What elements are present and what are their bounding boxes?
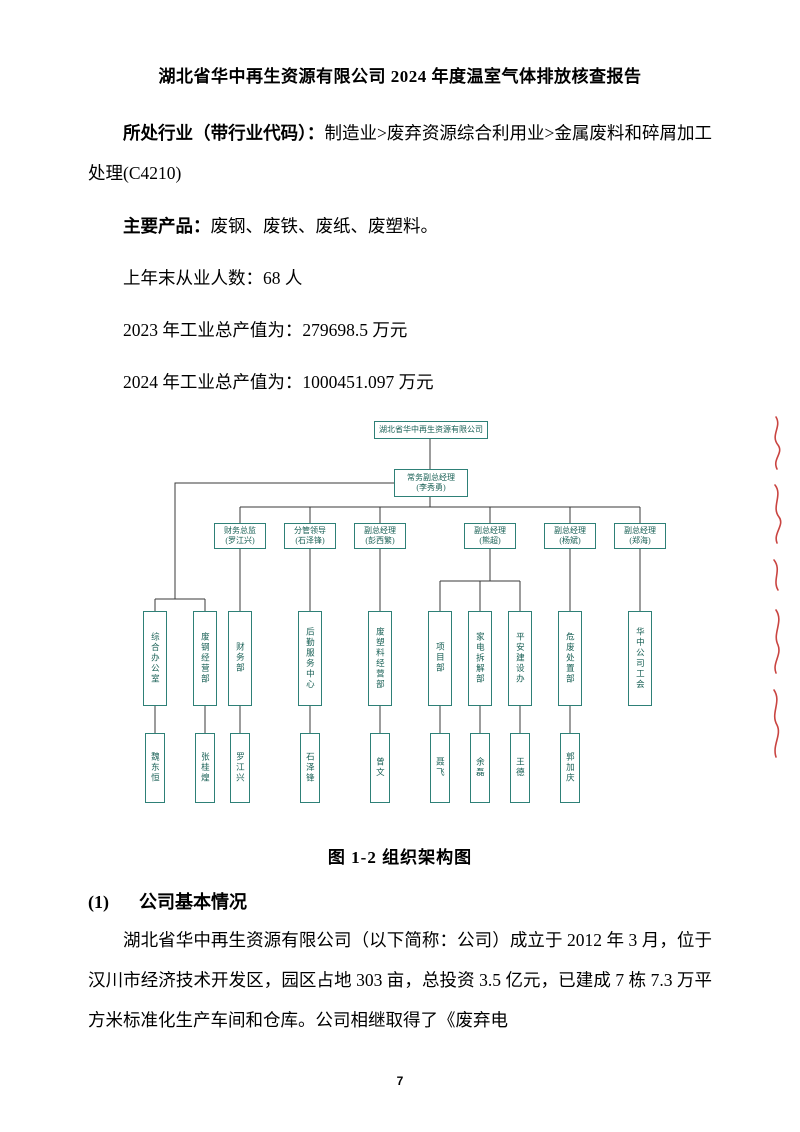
org-staff-box: 曾文: [370, 732, 390, 803]
org-staff-box: 石泽锋: [300, 732, 320, 803]
section-heading: (1) 公司基本情况: [88, 888, 712, 914]
org-root-label: 湖北省华中再生资源有限公司: [379, 424, 483, 434]
org-deputy-gm-name: (李秀勇): [416, 482, 446, 492]
org-manager-box: 副总经理 (熊超): [464, 522, 516, 549]
org-staff-box: 聂飞: [430, 732, 450, 803]
industry-label: 所处行业（带行业代码）：: [123, 123, 325, 143]
org-department-box: 项目部: [428, 610, 452, 706]
industry-value: 制造业>废弃资源综合利用业>金属废料和碎屑加工处理(C4210): [88, 123, 712, 184]
org-department-box: 废钢经营部: [193, 610, 217, 706]
org-manager-box: 副总经理 (杨斌): [544, 522, 596, 549]
org-department-box: 财务部: [228, 610, 252, 706]
manager-title: 副总经理: [554, 525, 586, 535]
org-department-box: 危废处置部: [558, 610, 582, 706]
org-department-box: 华中公司工会: [628, 610, 652, 706]
output-2024-line: 2024 年工业总产值为：1000451.097 万元: [123, 372, 434, 393]
org-manager-box: 副总经理 (彭西繁): [354, 522, 406, 549]
handwritten-red-marks-icon: [773, 416, 782, 758]
manager-name: (彭西繁): [365, 535, 395, 545]
org-deputy-gm-title: 常务副总经理: [407, 472, 455, 482]
manager-name: (熊超): [479, 535, 501, 545]
output-2023-line: 2023 年工业总产值为：279698.5 万元: [123, 320, 408, 340]
org-root-box: 湖北省华中再生资源有限公司: [374, 420, 488, 439]
org-staff-box: 郭加庆: [560, 732, 580, 803]
org-chart-connectors: [154, 438, 641, 733]
section-title: 公司基本情况: [139, 891, 247, 912]
org-staff-box: 张桂煌: [195, 732, 215, 803]
section-number: (1): [88, 891, 109, 912]
products-label: 主要产品：: [123, 215, 211, 236]
manager-name: (杨斌): [559, 535, 581, 545]
org-department-box: 家电拆解部: [468, 610, 492, 706]
manager-title: 副总经理: [364, 525, 396, 535]
industry-paragraph: 所处行业（带行业代码）：制造业>废弃资源综合利用业>金属废料和碎屑加工处理(C4…: [88, 113, 712, 194]
org-staff-box: 余磊: [470, 732, 490, 803]
manager-name: (罗江兴): [225, 535, 255, 545]
document-content: 所处行业（带行业代码）：制造业>废弃资源综合利用业>金属废料和碎屑加工处理(C4…: [0, 113, 800, 403]
org-manager-box: 分管领导 (石泽锋): [284, 522, 336, 549]
org-staff-box: 罗江兴: [230, 732, 250, 803]
org-department-box: 综合办公室: [143, 610, 167, 706]
manager-name: (郑海): [629, 535, 651, 545]
manager-name: (石泽锋): [295, 535, 325, 545]
org-staff-box: 王德: [510, 732, 530, 803]
org-deputy-gm-box: 常务副总经理 (李秀勇): [394, 468, 468, 497]
products-value: 废钢、废铁、废纸、废塑料。: [210, 215, 439, 236]
org-department-box: 平安建设办: [508, 610, 532, 706]
manager-title: 副总经理: [624, 525, 656, 535]
manager-title: 副总经理: [474, 525, 506, 535]
manager-title: 财务总监: [224, 525, 256, 535]
products-paragraph: 主要产品：废钢、废铁、废纸、废塑料。: [88, 206, 712, 246]
org-chart: 湖北省华中再生资源有限公司 常务副总经理 (李秀勇) 财务总监 (罗江兴) 分管…: [0, 411, 800, 831]
org-manager-box: 财务总监 (罗江兴): [214, 522, 266, 549]
org-department-box: 废塑料经营部: [368, 610, 392, 706]
document-header-title: 湖北省华中再生资源有限公司 2024 年度温室气体排放核查报告: [158, 67, 642, 86]
org-department-box: 后勤服务中心: [298, 610, 322, 706]
org-manager-box: 副总经理 (郑海): [614, 522, 666, 549]
manager-title: 分管领导: [294, 525, 326, 535]
employees-line: 上年末从业人数：68 人: [123, 267, 303, 288]
company-intro-paragraph: 湖北省华中再生资源有限公司（以下简称：公司）成立于 2012 年 3 月，位于汉…: [88, 929, 712, 1031]
figure-caption: 图 1-2 组织架构图: [327, 847, 473, 867]
page-number: 7: [396, 1074, 404, 1088]
org-staff-box: 魏东恒: [145, 732, 165, 803]
